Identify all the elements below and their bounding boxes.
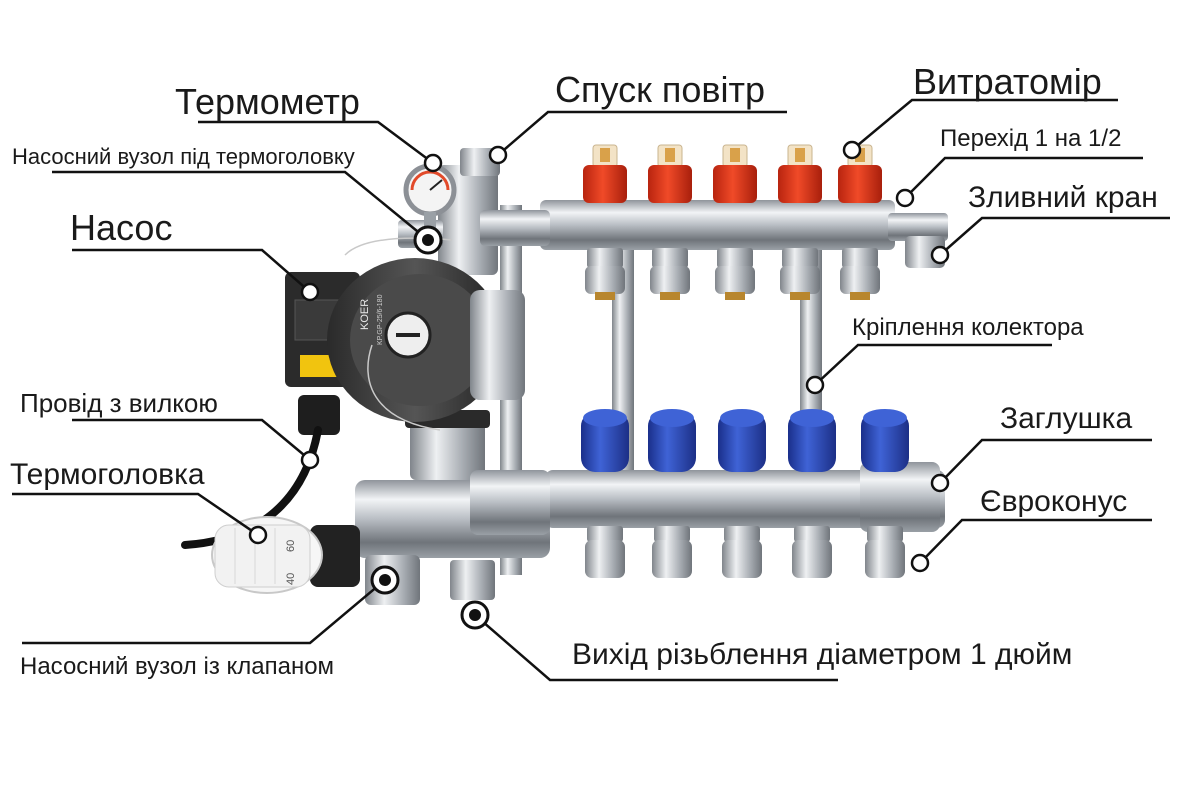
blue-cap-2 bbox=[648, 409, 696, 472]
lower-outlet-row bbox=[585, 526, 905, 578]
upper-outlet-4 bbox=[780, 248, 820, 300]
flowmeter-4 bbox=[778, 145, 822, 203]
flowmeter-1 bbox=[583, 145, 627, 203]
leader-plug bbox=[940, 440, 1152, 483]
lower-outlet-1 bbox=[585, 526, 625, 578]
upper-outlet-1 bbox=[585, 248, 625, 300]
upper-outlet-5 bbox=[840, 248, 880, 300]
label-power-cord: Провід з вилкою bbox=[20, 390, 218, 416]
flowmeter-2 bbox=[648, 145, 692, 203]
blue-cap-3 bbox=[718, 409, 766, 472]
upper-outlet-2 bbox=[650, 248, 690, 300]
label-euroconus: Євроконус bbox=[980, 487, 1127, 517]
upper-manifold bbox=[540, 145, 948, 300]
label-pump: Насос bbox=[70, 210, 172, 246]
flowmeter-3 bbox=[713, 145, 757, 203]
label-adapter: Перехід 1 на 1/2 bbox=[940, 127, 1121, 151]
dot-manifold-bracket bbox=[807, 377, 823, 393]
lower-outlet-4 bbox=[792, 526, 832, 578]
dot-euroconus bbox=[912, 555, 928, 571]
dot-thermometer bbox=[425, 155, 441, 171]
lower-outlet-3 bbox=[722, 526, 762, 578]
dot-thermohead bbox=[250, 527, 266, 543]
label-manifold-bracket: Кріплення колектора bbox=[852, 316, 1084, 340]
dot-plug bbox=[932, 475, 948, 491]
label-outlet-thread: Вихід різьблення діаметром 1 дюйм bbox=[572, 640, 1072, 670]
dot-adapter bbox=[897, 190, 913, 206]
label-air-vent: Спуск повітр bbox=[555, 72, 765, 108]
label-pump-unit-thermohead: Насосний вузол під термоголовку bbox=[12, 146, 355, 168]
label-thermometer: Термометр bbox=[175, 84, 360, 120]
label-pump-unit-valve: Насосний вузол із клапаном bbox=[20, 655, 334, 679]
label-drain-valve: Зливний кран bbox=[968, 183, 1158, 213]
thermohead-scale-40: 40 bbox=[285, 573, 297, 585]
leader-pump-unit-valve bbox=[22, 580, 385, 643]
blue-cap-1 bbox=[581, 409, 629, 472]
leader-drain-valve bbox=[940, 218, 1170, 255]
upper-outlet-3 bbox=[715, 248, 755, 300]
pump-model-mark: KP.GP-25/6-180 bbox=[377, 294, 384, 345]
leader-power-cord bbox=[72, 420, 310, 460]
label-thermohead: Термоголовка bbox=[10, 460, 205, 490]
flowmeter-row bbox=[583, 145, 882, 203]
label-flowmeter: Витратомір bbox=[913, 64, 1102, 100]
lower-manifold bbox=[545, 409, 945, 578]
label-plug: Заглушка bbox=[1000, 404, 1132, 434]
dot-pump bbox=[302, 284, 318, 300]
dot-power-cord bbox=[302, 452, 318, 468]
leader-pump bbox=[72, 250, 310, 292]
dot-drain-valve bbox=[932, 247, 948, 263]
dot-flowmeter bbox=[844, 142, 860, 158]
pump-brand-mark: KOER bbox=[359, 299, 371, 330]
lower-outlet-2 bbox=[652, 526, 692, 578]
blue-cap-4 bbox=[788, 409, 836, 472]
blue-cap-5 bbox=[861, 409, 909, 472]
lower-outlet-5 bbox=[865, 526, 905, 578]
thermohead-scale-60: 60 bbox=[285, 540, 297, 552]
leader-euroconus bbox=[920, 520, 1152, 563]
dot-air-vent bbox=[490, 147, 506, 163]
leader-manifold-bracket bbox=[815, 345, 1052, 385]
